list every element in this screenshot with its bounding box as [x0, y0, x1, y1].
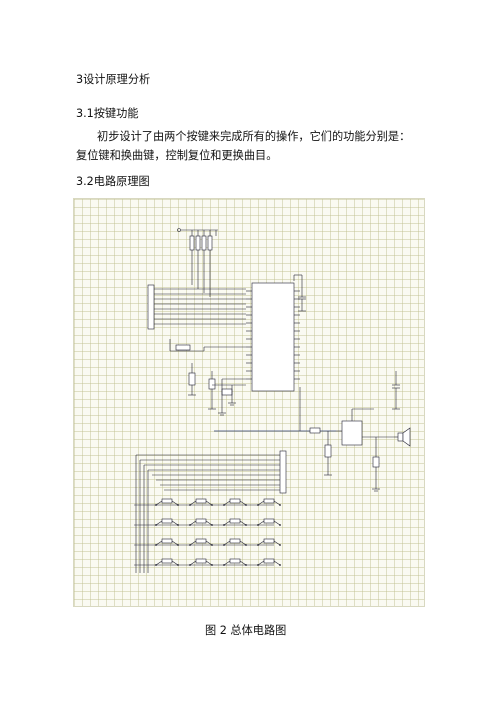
keypad-switch — [257, 538, 281, 546]
subsection-title-schematic: 3.2电路原理图 — [76, 175, 150, 188]
keypad-switch — [155, 538, 179, 546]
keypad-switch — [223, 558, 247, 566]
power-filter-capacitor — [392, 371, 400, 410]
paragraph-line-1: 初步设计了由两个按键来完成所有的操作，它们的功能分别是： — [97, 130, 411, 143]
figure-caption: 图 2 总体电路图 — [205, 624, 287, 637]
section-title: 3设计原理分析 — [76, 73, 151, 86]
paragraph-line-2: 复位键和换曲键，控制复位和更换曲目。 — [76, 149, 278, 162]
keypad-connector — [136, 450, 287, 494]
keypad-switch — [189, 538, 213, 546]
decoupling-capacitor — [293, 274, 306, 312]
keypad-switch — [223, 498, 247, 506]
header-connector-left — [147, 284, 246, 330]
keypad-switch — [189, 518, 213, 526]
mcu-chip — [246, 282, 300, 392]
keypad-switch — [155, 518, 179, 526]
keypad-switch — [155, 558, 179, 566]
reset-circuit — [169, 339, 246, 410]
keypad-switch — [223, 538, 247, 546]
keypad-button-matrix — [134, 455, 281, 573]
pullup-resistor-network — [177, 228, 218, 297]
circuit-diagram — [134, 228, 411, 573]
keypad-switch — [257, 558, 281, 566]
audio-amplifier — [214, 387, 394, 492]
keypad-switch — [223, 518, 247, 526]
keypad-switch — [189, 558, 213, 566]
speaker-icon — [394, 427, 411, 447]
keypad-switch — [189, 498, 213, 506]
keypad-switch — [257, 518, 281, 526]
subsection-title-key-function: 3.1按键功能 — [76, 107, 139, 120]
keypad-switch — [155, 498, 179, 506]
keypad-switch — [257, 498, 281, 506]
crystal-oscillator — [218, 378, 246, 416]
circuit-schematic-figure — [73, 198, 425, 607]
